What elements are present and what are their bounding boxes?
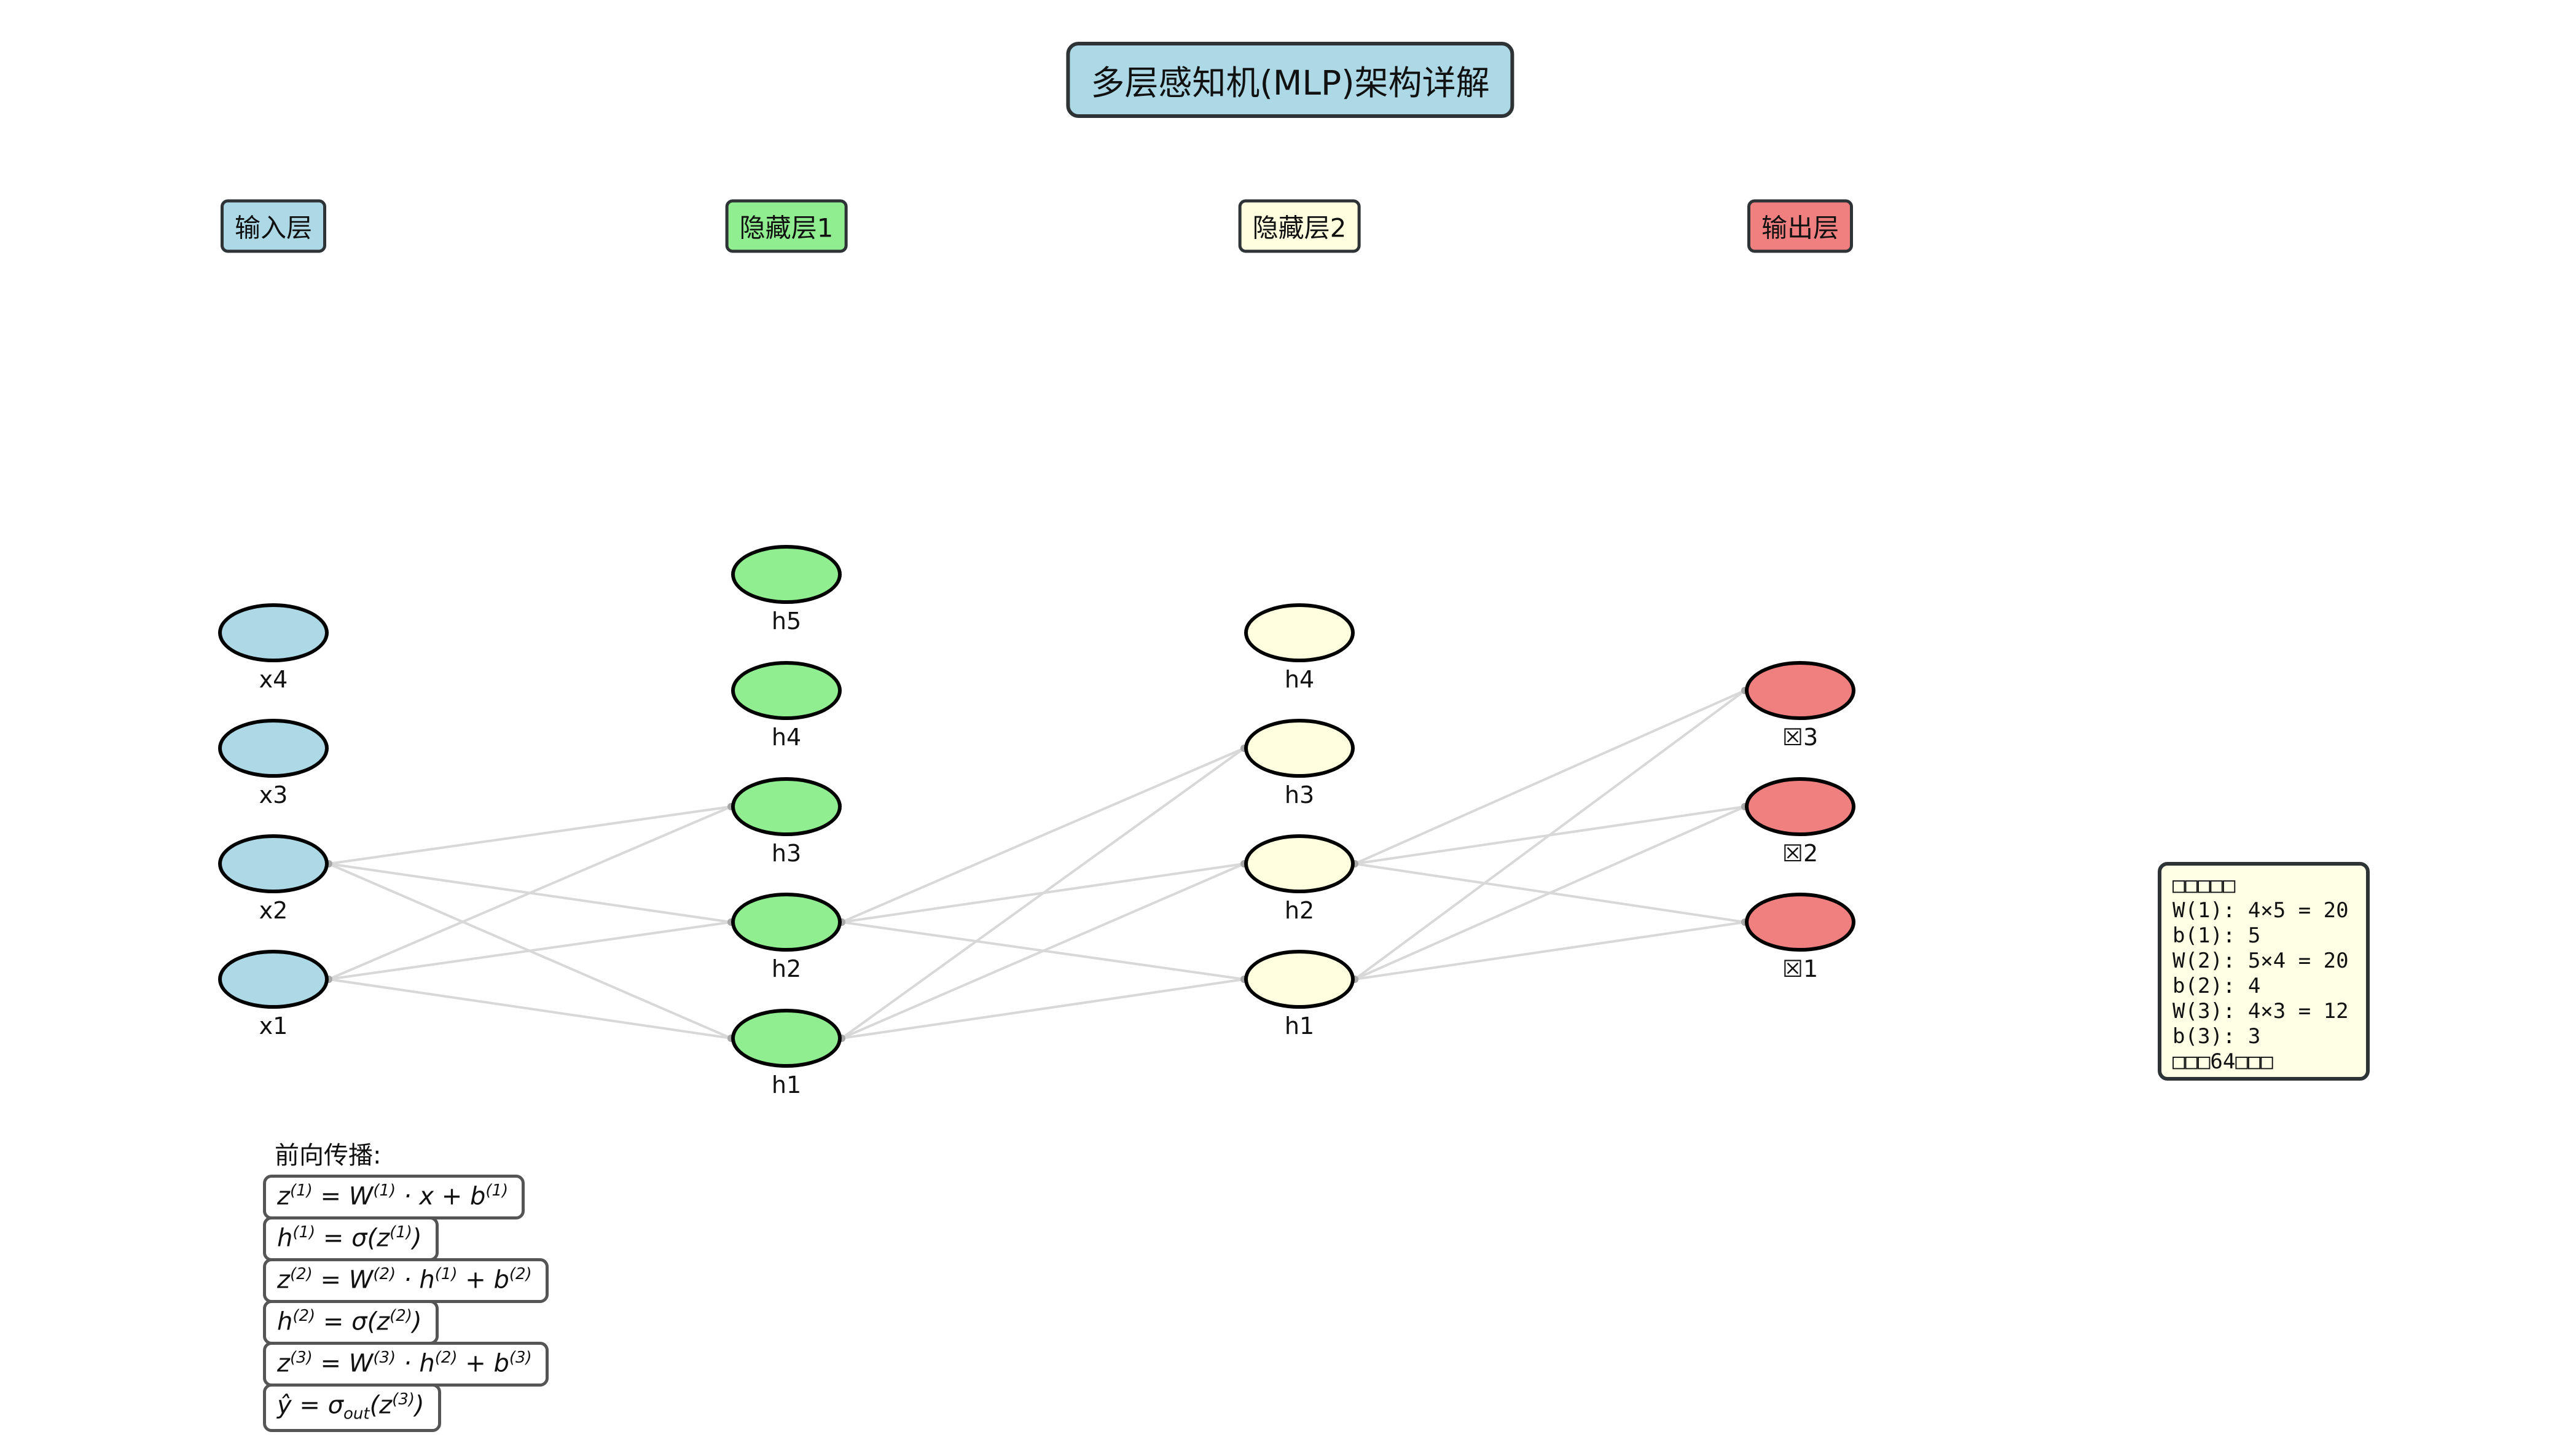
node-output-1 [1745, 661, 1855, 720]
formula-box-6: ŷ = σout(z(3)) [263, 1384, 441, 1433]
node-hidden1-5 [731, 1009, 842, 1068]
param-line-1: □□□□□ [2172, 873, 2236, 898]
edge-line [328, 978, 732, 1039]
node-label-hidden1-3: h3 [771, 840, 802, 867]
node-label-hidden1-5: h1 [771, 1071, 802, 1098]
edge-line [328, 805, 732, 865]
node-label-hidden2-1: h4 [1284, 666, 1315, 693]
node-hidden2-1 [1244, 603, 1355, 662]
layer-label-output: 输出层 [1747, 199, 1854, 253]
node-hidden1-2 [731, 661, 842, 720]
node-hidden1-4 [731, 893, 842, 952]
node-hidden2-3 [1244, 834, 1355, 893]
node-label-output-2: ☒2 [1782, 840, 1819, 867]
node-hidden2-2 [1244, 719, 1355, 778]
node-input-4 [218, 950, 329, 1009]
param-line-2: W(1): 4×5 = 20 [2172, 898, 2349, 923]
edge-line [841, 863, 1245, 1039]
edge-line [328, 805, 732, 980]
node-input-1 [218, 603, 329, 662]
edge-line [1354, 921, 1745, 980]
node-label-input-4: x1 [259, 1012, 288, 1039]
formula-box-4: h(2) = σ(z(2)) [263, 1300, 439, 1345]
node-label-hidden1-4: h2 [771, 955, 802, 982]
node-input-3 [218, 834, 329, 893]
param-line-4: W(2): 5×4 = 20 [2172, 949, 2349, 973]
node-hidden1-3 [731, 777, 842, 836]
node-label-hidden2-4: h1 [1284, 1012, 1315, 1039]
node-hidden2-4 [1244, 950, 1355, 1009]
param-line-6: W(3): 4×3 = 12 [2172, 999, 2349, 1024]
edge-line [1354, 805, 1745, 980]
node-label-input-1: x4 [259, 666, 288, 693]
node-output-3 [1745, 893, 1855, 952]
node-label-hidden2-2: h3 [1284, 781, 1315, 808]
node-label-output-1: ☒3 [1782, 724, 1819, 751]
node-hidden1-1 [731, 545, 842, 604]
node-input-2 [218, 719, 329, 778]
node-label-hidden1-1: h5 [771, 608, 802, 635]
edge-line [1354, 689, 1745, 865]
layer-label-hidden1: 隐藏层1 [725, 199, 848, 253]
edge-line [1353, 689, 1746, 980]
layer-label-input: 输入层 [220, 199, 327, 253]
param-line-8: □□□64□□□ [2172, 1049, 2273, 1074]
param-line-5: b(2): 4 [2172, 974, 2261, 998]
node-output-2 [1745, 777, 1855, 836]
edge-line [841, 747, 1245, 923]
param-line-3: b(1): 5 [2172, 923, 2261, 948]
node-label-output-3: ☒1 [1782, 955, 1819, 982]
layer-label-hidden2: 隐藏层2 [1238, 199, 1361, 253]
formula-box-5: z(3) = W(3) · h(2) + b(3) [263, 1342, 549, 1387]
param-line-7: b(3): 3 [2172, 1024, 2261, 1049]
node-label-input-2: x3 [259, 781, 288, 808]
edge-line [840, 747, 1245, 1039]
forward-propagation-heading: 前向传播: [275, 1141, 382, 1170]
figure-title: 多层感知机(MLP)架构详解 [1066, 42, 1514, 118]
node-label-hidden1-2: h4 [771, 724, 802, 751]
node-label-hidden2-3: h2 [1284, 897, 1315, 924]
formula-box-2: h(1) = σ(z(1)) [263, 1216, 439, 1262]
formula-box-1: z(1) = W(1) · x + b(1) [263, 1175, 525, 1220]
edge-line [841, 978, 1245, 1039]
edge-line [328, 921, 732, 980]
node-label-input-3: x2 [259, 897, 288, 924]
formula-box-3: z(2) = W(2) · h(1) + b(2) [263, 1258, 549, 1304]
